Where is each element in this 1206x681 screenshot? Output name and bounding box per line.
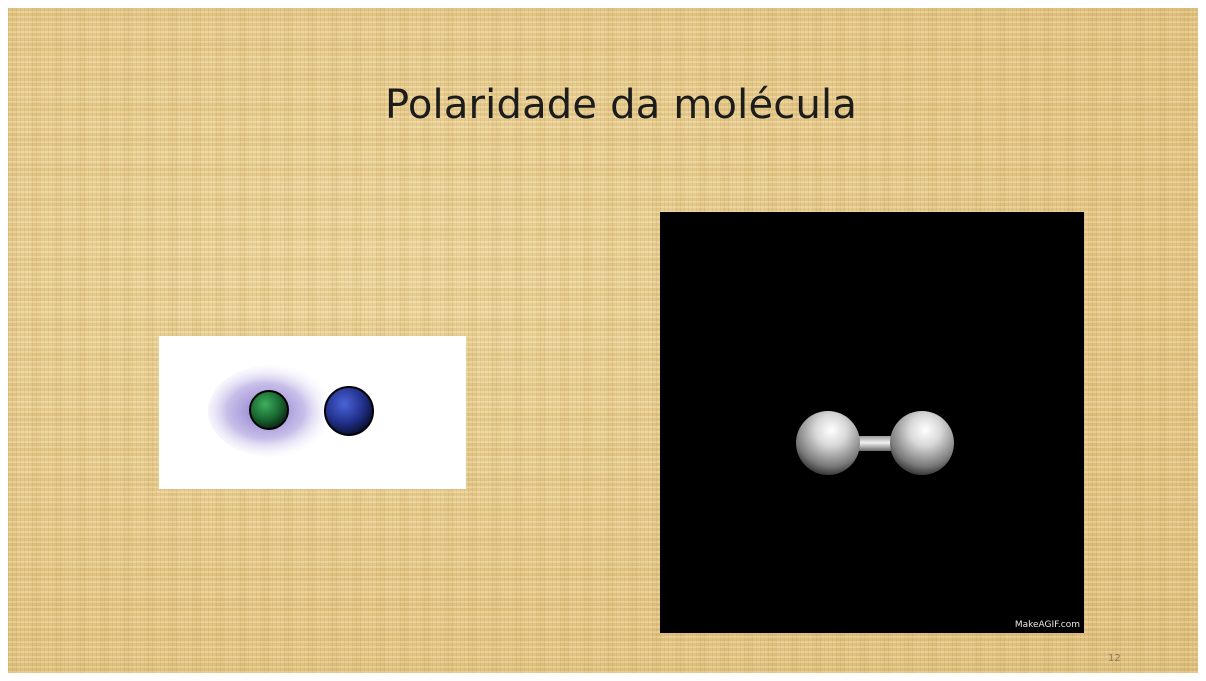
left-atom bbox=[796, 411, 860, 475]
molecule-animation-image: MakeAGIF.com bbox=[660, 212, 1084, 633]
page-number: 12 bbox=[1108, 653, 1121, 664]
right-atom bbox=[890, 411, 954, 475]
green-atom bbox=[249, 390, 289, 430]
slide-title: Polaridade da molécula bbox=[384, 82, 858, 128]
slide: Polaridade da molécula bbox=[8, 8, 1198, 673]
diatomic-molecule-ball-and-stick-icon bbox=[796, 411, 954, 475]
polar-molecule-image bbox=[159, 336, 466, 489]
blue-atom bbox=[324, 386, 374, 436]
watermark-label: MakeAGIF.com bbox=[1014, 620, 1080, 630]
electron-cloud-polar-molecule-icon bbox=[208, 365, 374, 457]
